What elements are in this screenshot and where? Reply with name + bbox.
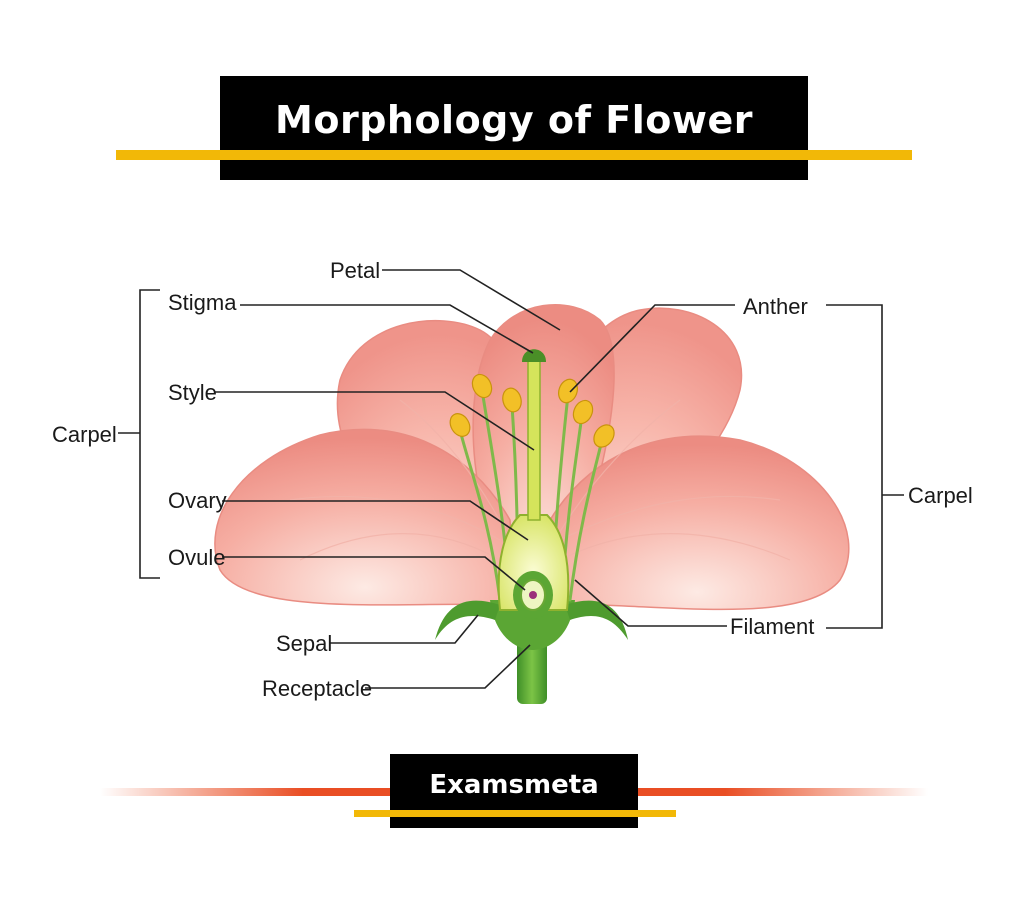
label-anther: Anther	[743, 294, 808, 319]
label-filament: Filament	[730, 614, 814, 639]
leader-sepal	[330, 614, 479, 644]
anther-4	[557, 378, 579, 404]
bracket-carpel-left	[139, 289, 160, 579]
anther-2	[471, 373, 493, 399]
brand-line-right	[638, 788, 928, 796]
leader-style	[215, 391, 535, 451]
label-receptacle: Receptacle	[262, 676, 372, 701]
style	[527, 359, 541, 521]
stem	[517, 640, 547, 704]
anther-5	[572, 399, 594, 425]
brand-underline	[354, 810, 676, 817]
brand-name: Examsmeta	[429, 770, 599, 800]
label-stigma: Stigma	[168, 290, 237, 315]
label-ovule: Ovule	[168, 545, 225, 570]
title-banner: Morphology of Flower	[220, 76, 808, 180]
label-sepal: Sepal	[276, 631, 332, 656]
labels: Petal Stigma Style Ovary Ovule Carpel Se…	[52, 258, 973, 701]
sepal-left	[435, 600, 500, 640]
leader-lines	[118, 269, 904, 689]
leader-ovary	[222, 500, 529, 541]
receptacle	[490, 600, 575, 650]
label-carpel-right: Carpel	[908, 483, 973, 508]
leader-stigma	[240, 304, 534, 354]
leader-receptacle	[365, 644, 531, 689]
label-carpel-left: Carpel	[52, 422, 117, 447]
stigma	[522, 349, 546, 362]
anthers	[449, 373, 615, 448]
label-style: Style	[168, 380, 217, 405]
leader-ovule	[222, 556, 526, 591]
petals	[214, 303, 850, 611]
leader-petal	[382, 269, 561, 331]
petal-right	[544, 435, 850, 611]
sepal-right	[565, 600, 628, 640]
leader-filament	[574, 579, 727, 627]
brand-line-left	[100, 788, 390, 796]
anther-1	[449, 413, 471, 437]
anther-3	[502, 387, 522, 413]
ovule-nucleus	[529, 591, 537, 599]
leader-anther	[569, 304, 735, 393]
bracket-carpel-right	[826, 304, 883, 629]
label-petal: Petal	[330, 258, 380, 283]
petal-left	[214, 428, 516, 606]
label-ovary: Ovary	[168, 488, 227, 513]
page-title: Morphology of Flower	[275, 98, 753, 142]
title-underline	[116, 150, 912, 160]
anther-6	[593, 424, 615, 448]
